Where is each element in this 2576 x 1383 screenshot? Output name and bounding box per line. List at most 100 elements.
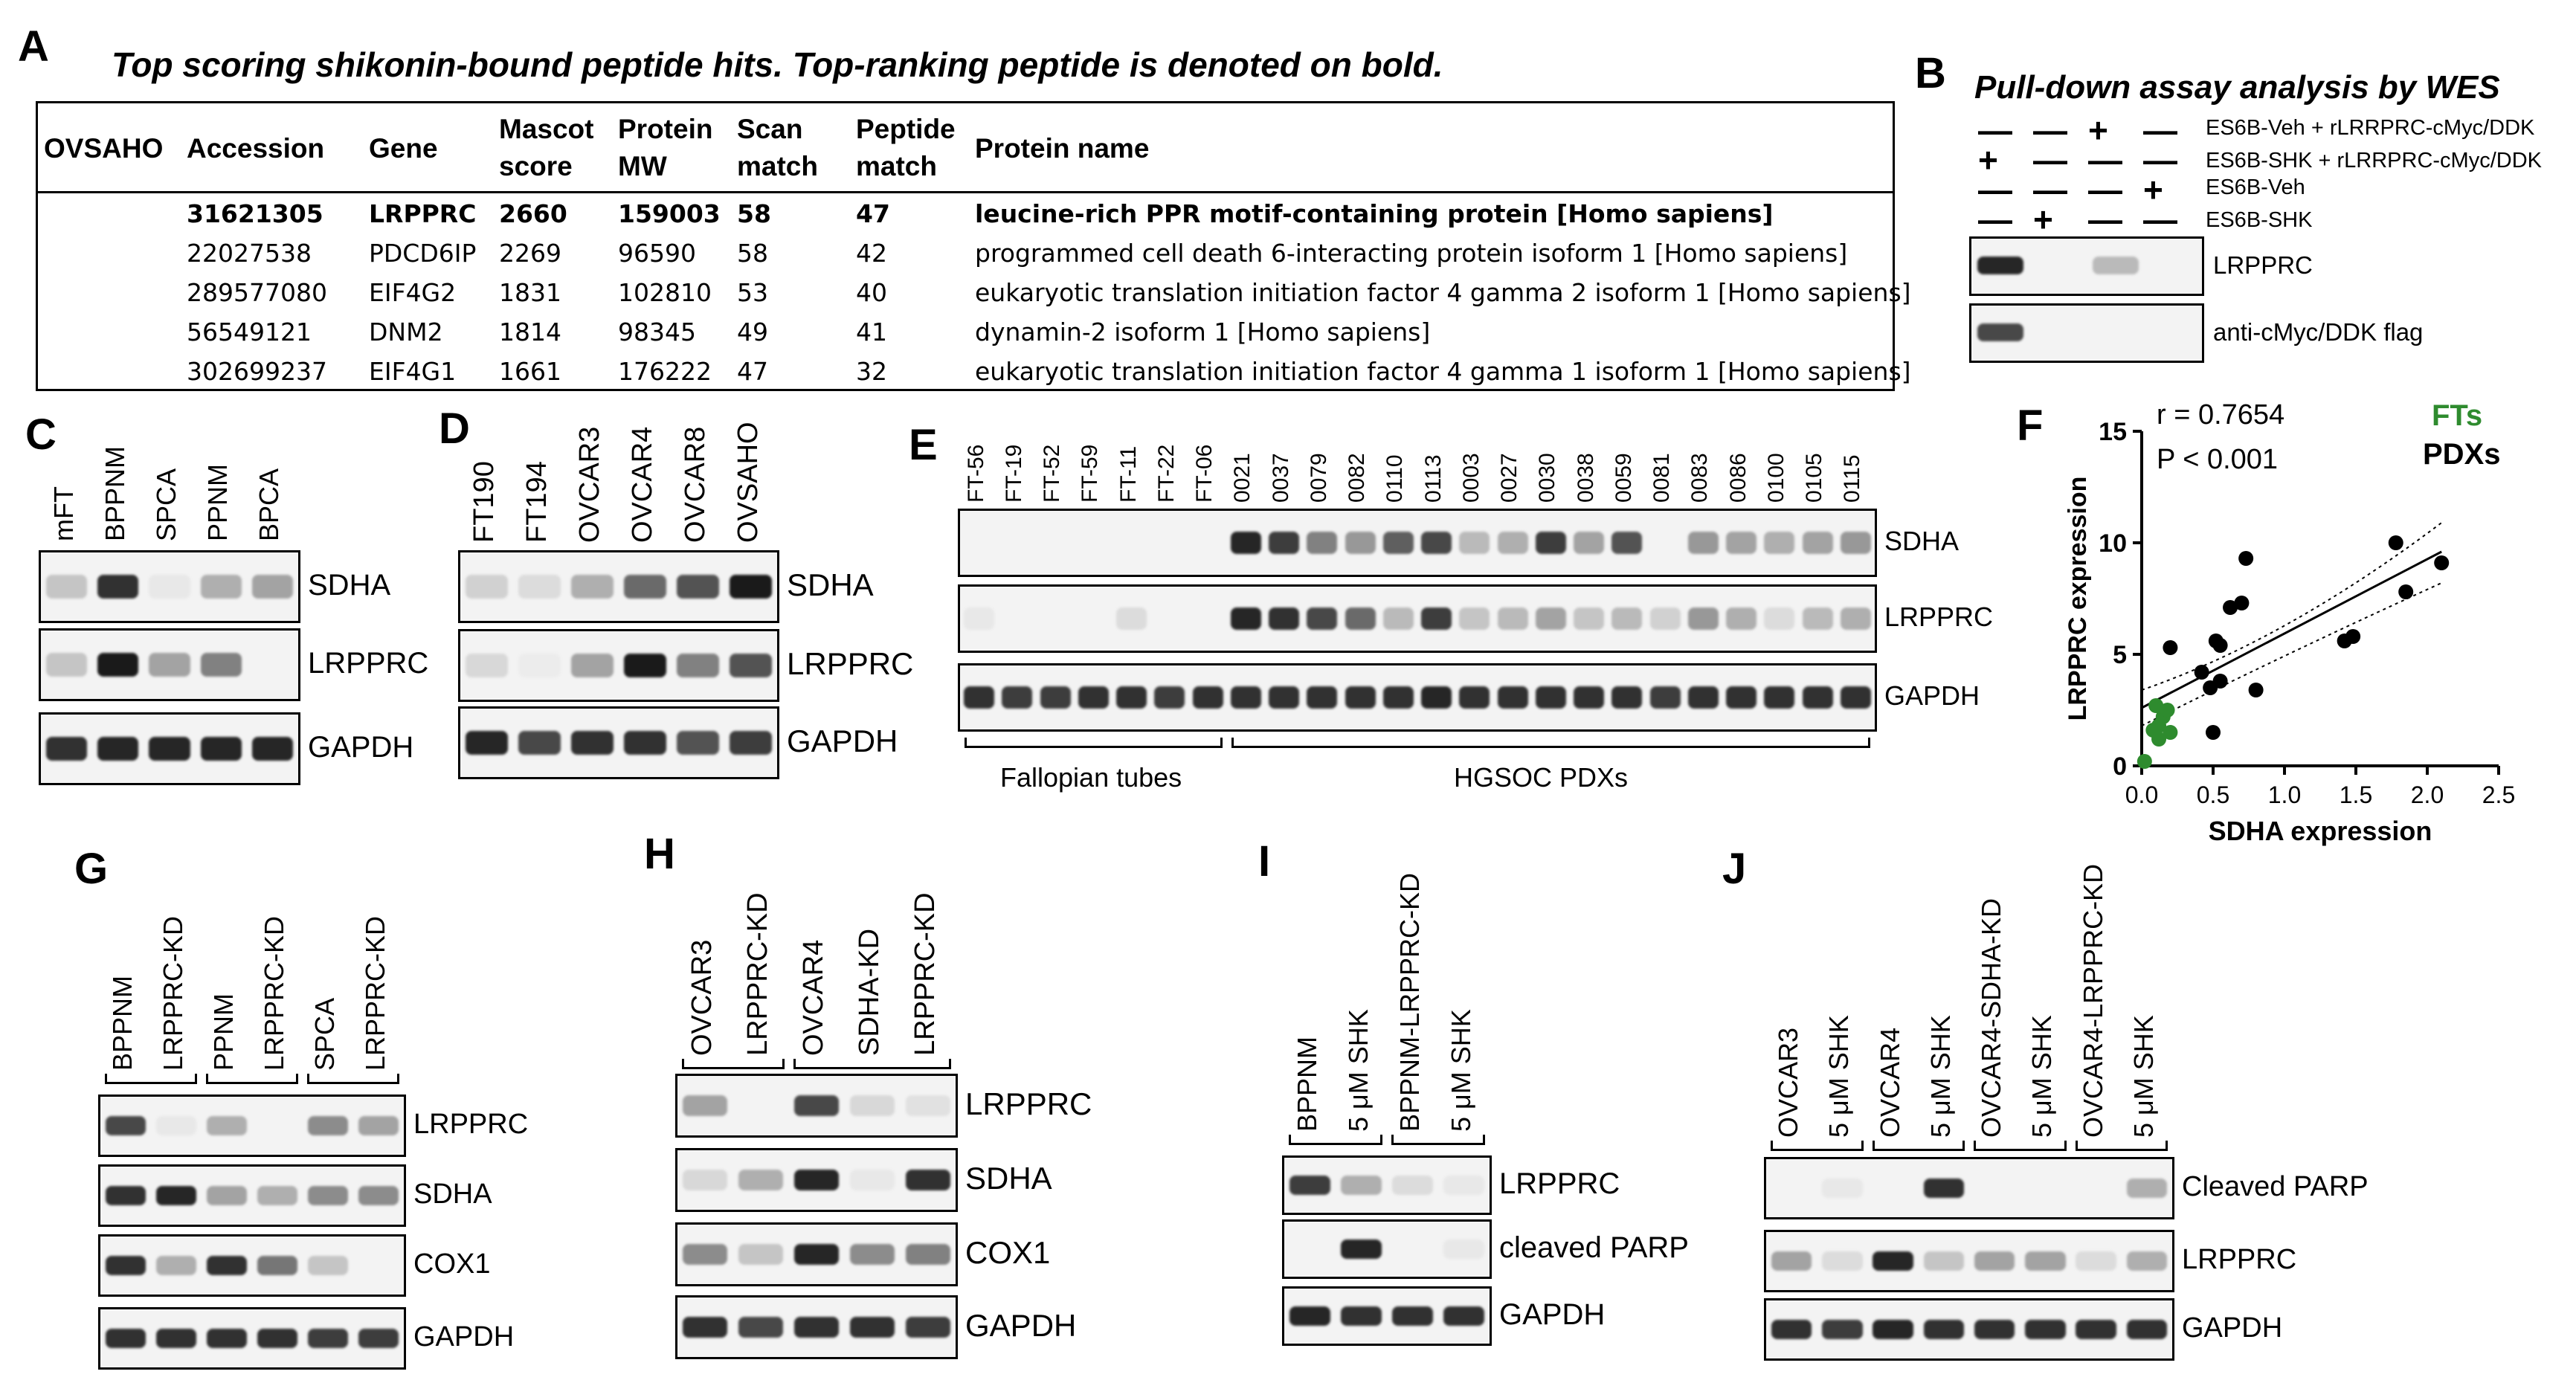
band	[1116, 686, 1147, 709]
cell-mascot: 2269	[499, 239, 561, 268]
band	[1535, 532, 1566, 554]
band	[677, 654, 719, 677]
minus-sign: —	[2033, 111, 2067, 149]
band	[149, 737, 190, 761]
band	[738, 1317, 784, 1338]
condition-label: ES6B-SHK	[2206, 208, 2313, 232]
band	[849, 1317, 895, 1338]
band	[1269, 686, 1300, 709]
group-label-fallopian-tubes: Fallopian tubes	[1000, 762, 1182, 793]
band	[257, 1328, 298, 1349]
header-protein-name: Protein name	[975, 133, 1150, 164]
cell-peptide: 32	[856, 357, 887, 386]
band	[358, 1328, 399, 1349]
ft-point	[2137, 754, 2152, 769]
minus-sign: —	[2143, 141, 2177, 179]
band	[1802, 532, 1833, 554]
lane-label: BPPNM	[107, 975, 138, 1071]
band	[624, 575, 666, 599]
blot-i-lrpprc	[1282, 1155, 1492, 1215]
band	[257, 1255, 298, 1276]
x-tick-label: 1.0	[2268, 781, 2301, 808]
band	[1535, 607, 1566, 630]
band	[677, 731, 719, 755]
blot-b-band2	[1969, 303, 2204, 363]
band	[1726, 686, 1757, 709]
cell-accession: 302699237	[187, 357, 327, 386]
ft-point	[2145, 723, 2161, 738]
band	[257, 1185, 298, 1206]
band	[730, 731, 772, 755]
cell-mw: 98345	[618, 317, 696, 346]
lane-group-bracket	[1974, 1141, 2067, 1151]
band	[1802, 686, 1833, 709]
lane-label: OVCAR3	[686, 939, 718, 1056]
band	[1822, 1251, 1863, 1271]
lane-label: 0003	[1458, 453, 1484, 503]
panel-d-label: D	[439, 404, 470, 453]
band-label-sdha: SDHA	[965, 1161, 1052, 1196]
lane-label: OVSAHO	[732, 422, 764, 543]
blot-i-gapdh	[1282, 1286, 1492, 1346]
lane-label: 5 μM SHK	[1925, 1015, 1956, 1138]
cell-mw: 159003	[618, 199, 721, 228]
band	[1230, 532, 1261, 554]
cell-scan: 53	[737, 278, 768, 307]
band	[849, 1170, 895, 1190]
lane-label: OVCAR4-LRPPRC-KD	[2077, 863, 2108, 1138]
lane-label: 0086	[1725, 453, 1751, 503]
panel-i-label: I	[1258, 837, 1271, 886]
lane-label: 0081	[1649, 453, 1675, 503]
cell-name: leucine-rich PPR motif-containing protei…	[975, 199, 1774, 228]
lane-label: OVCAR3	[1773, 1027, 1804, 1138]
band	[2076, 1319, 2116, 1340]
cell-accession: 56549121	[187, 317, 312, 346]
lane-label: 0082	[1345, 453, 1370, 503]
minus-sign: —	[1978, 170, 2012, 209]
band	[1391, 1176, 1434, 1195]
band	[1497, 686, 1528, 709]
lane-group-bracket	[2075, 1141, 2168, 1151]
band	[45, 575, 88, 599]
band	[307, 1115, 349, 1136]
band	[683, 1244, 728, 1265]
lane-label: 0030	[1535, 453, 1560, 503]
header-ovsaho: OVSAHO	[44, 133, 164, 164]
lane-label: PPNM	[202, 463, 234, 541]
band	[1535, 686, 1566, 709]
lane-label: LRPPRC-KD	[360, 915, 390, 1071]
band-label-lrpprc: LRPPRC	[2182, 1244, 2297, 1275]
y-tick-label: 15	[2099, 418, 2127, 446]
lane-label: mFT	[48, 486, 79, 541]
cell-mascot: 2660	[499, 199, 567, 228]
plus-sign: +	[2033, 200, 2053, 239]
band	[683, 1317, 728, 1338]
band	[1307, 532, 1338, 554]
band	[97, 575, 139, 599]
band	[1923, 1251, 1965, 1271]
cell-mascot: 1661	[499, 357, 561, 386]
band	[1840, 532, 1871, 554]
lane-label: OVCAR3	[573, 426, 605, 543]
lane-label: FT194	[521, 461, 553, 543]
lane-label: 0113	[1420, 454, 1446, 503]
minus-sign: —	[2033, 141, 2067, 179]
cell-peptide: 40	[856, 278, 887, 307]
cell-accession: 289577080	[187, 278, 327, 307]
lane-group-bracket	[1289, 1135, 1382, 1145]
band	[1822, 1178, 1863, 1199]
band	[358, 1115, 399, 1136]
band	[2025, 1251, 2066, 1271]
panel-a-label: A	[18, 22, 49, 71]
band	[849, 1095, 895, 1116]
blot-i-cleaved-parp	[1282, 1219, 1492, 1279]
band	[1154, 686, 1185, 709]
lane-label: OVCAR4	[626, 426, 658, 543]
band	[1192, 686, 1223, 709]
band-label-lrpprc: LRPPRC	[413, 1109, 529, 1140]
table-divider	[38, 191, 1893, 193]
band	[738, 1244, 784, 1265]
lane-label: SPCA	[151, 468, 181, 541]
band	[251, 737, 294, 761]
band	[206, 1255, 248, 1276]
